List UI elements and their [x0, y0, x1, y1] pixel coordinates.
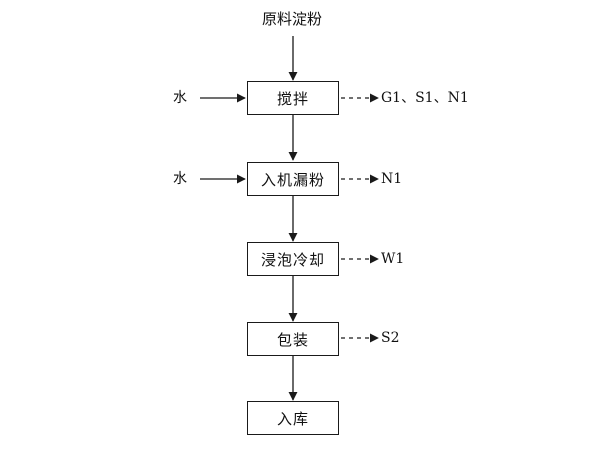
input-label-mix: 水	[173, 90, 187, 106]
step-box-pack: 包装	[247, 322, 339, 356]
step-box-store: 入库	[247, 401, 339, 435]
source-label: 原料淀粉	[262, 10, 323, 28]
output-label-soak: W1	[381, 251, 405, 267]
input-label-feed: 水	[173, 171, 187, 187]
step-label-soak: 浸泡冷却	[260, 250, 325, 269]
step-label-mix: 搅拌	[276, 89, 309, 108]
step-label-pack: 包装	[276, 330, 309, 349]
output-label-mix: G1、S1、N1	[381, 90, 469, 106]
step-box-feed: 入机漏粉	[247, 162, 339, 196]
output-label-pack: S2	[381, 330, 400, 346]
step-box-soak: 浸泡冷却	[247, 242, 339, 276]
step-box-mix: 搅拌	[247, 81, 339, 115]
step-label-store: 入库	[276, 409, 309, 428]
output-label-feed: N1	[381, 171, 403, 187]
step-label-feed: 入机漏粉	[260, 170, 325, 189]
